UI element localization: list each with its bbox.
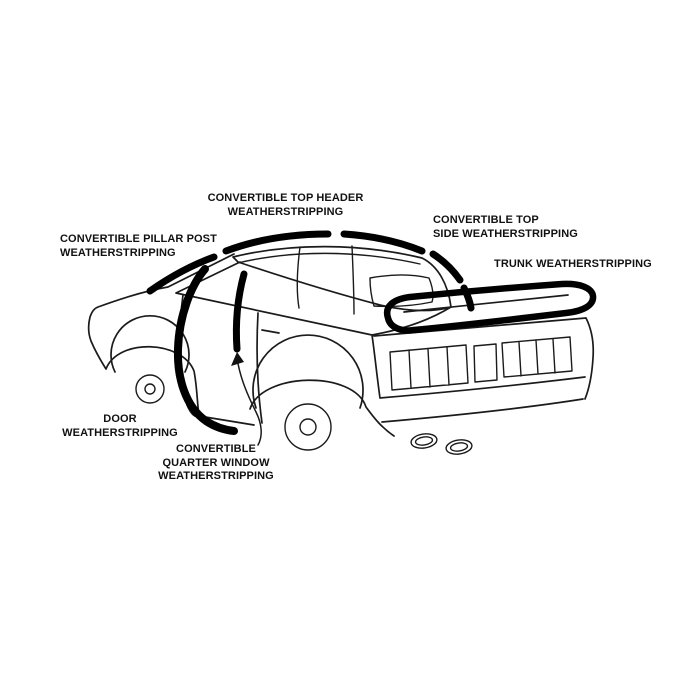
tail-lights <box>389 336 573 391</box>
pillar-post-weatherstrip <box>146 253 218 295</box>
rear-hub-cap <box>299 418 317 436</box>
exhaust-tips <box>410 433 473 455</box>
leader-arrowhead <box>231 352 244 366</box>
front-hub <box>135 374 165 404</box>
label-convertible-pillar-post-weatherstripping: CONVERTIBLE PILLAR POST WEATHERSTRIPPING <box>60 233 217 259</box>
rear-tire <box>252 334 364 409</box>
front-hub-cap <box>144 383 156 395</box>
rear-wheel <box>252 334 364 451</box>
convertible-top <box>232 245 452 312</box>
label-door-weatherstripping: DOOR WEATHERSTRIPPING <box>62 413 178 439</box>
label-convertible-top-side-weatherstripping: CONVERTIBLE TOP SIDE WEATHERSTRIPPING <box>433 214 578 240</box>
convertible-top-header-weatherstrip <box>222 230 426 255</box>
weatherstrips <box>146 230 597 435</box>
quarter-window-leader-line <box>236 357 262 446</box>
exhaust-tip-right <box>445 439 473 455</box>
rear-hub <box>284 403 332 451</box>
door-weatherstrip <box>173 265 238 435</box>
leader-lines <box>231 352 262 446</box>
exhaust-tip-right-inner <box>449 442 469 452</box>
quarter-window-weatherstrip <box>232 270 248 353</box>
label-convertible-quarter-window-weatherstripping: CONVERTIBLE QUARTER WINDOW WEATHERSTRIPP… <box>158 443 274 482</box>
front-wheel <box>110 315 190 404</box>
trunk-weatherstrip <box>383 280 597 334</box>
convertible-top-details <box>237 245 434 315</box>
exhaust-tip-left-inner <box>414 436 434 446</box>
label-convertible-top-header-weatherstripping: CONVERTIBLE TOP HEADER WEATHERSTRIPPING <box>207 192 364 218</box>
car-illustration <box>87 245 595 455</box>
front-tire <box>110 315 190 373</box>
exhaust-tip-left <box>410 433 438 449</box>
label-trunk-weatherstripping: TRUNK WEATHERSTRIPPING <box>494 258 652 270</box>
convertible-top-side-weatherstrip <box>429 250 475 312</box>
